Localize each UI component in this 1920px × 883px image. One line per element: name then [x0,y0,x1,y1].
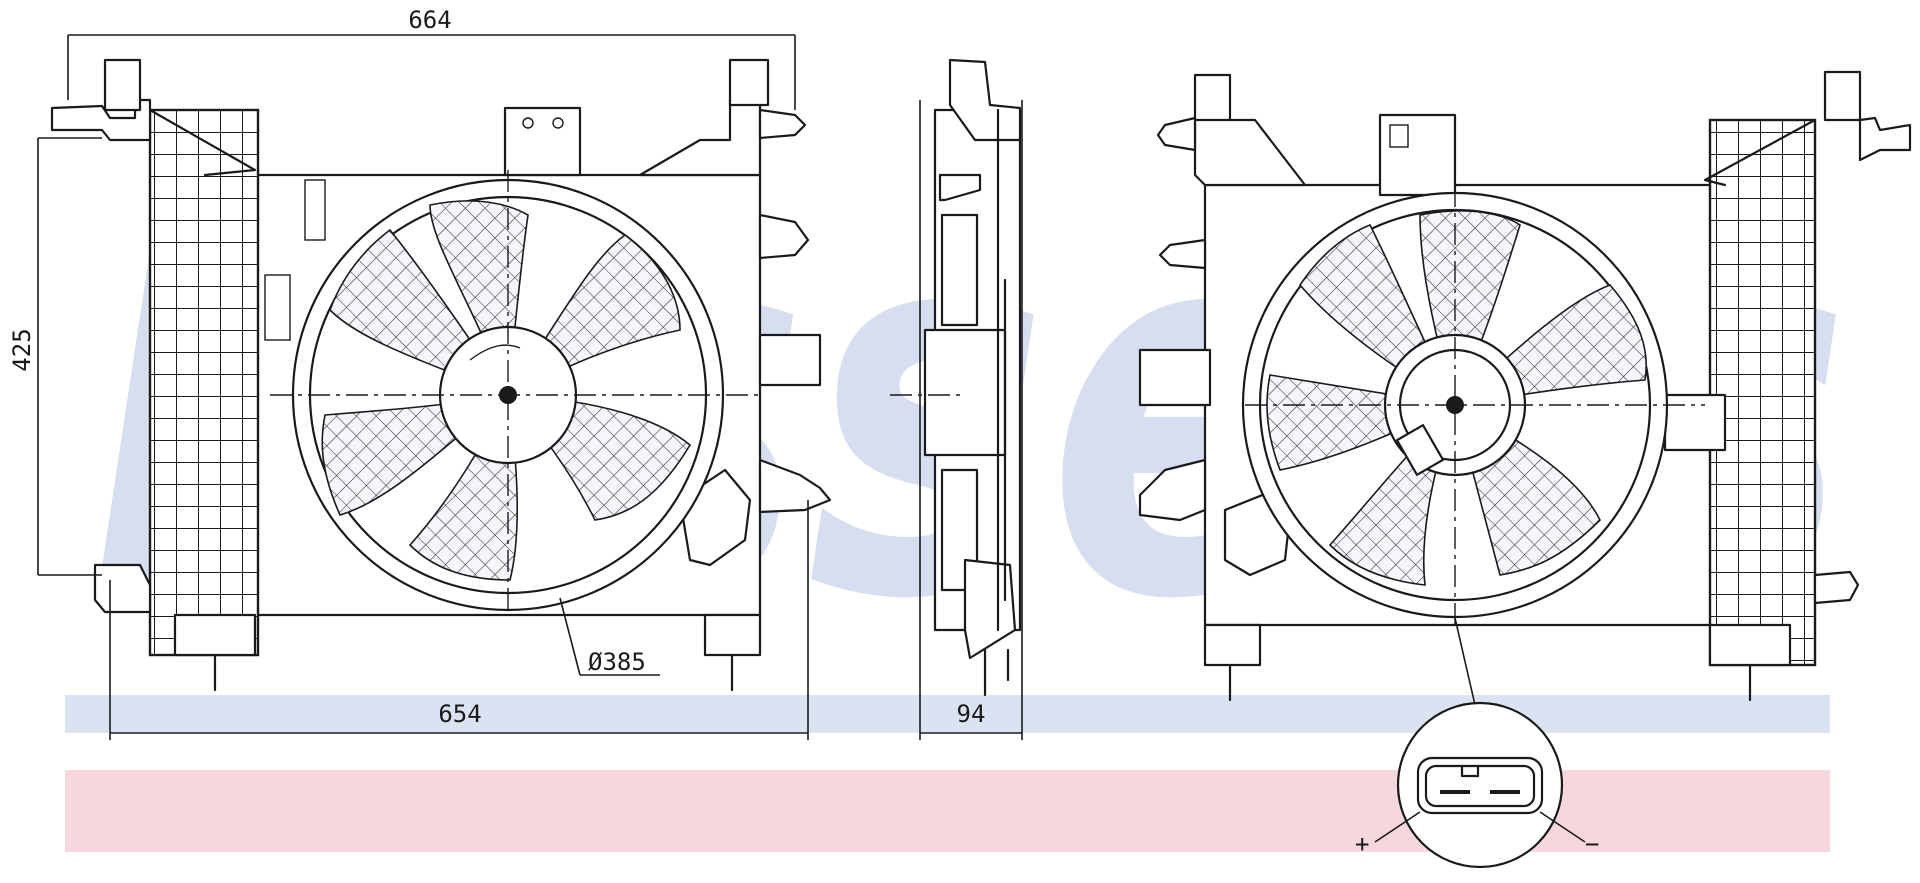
dim-fan-diameter: Ø385 [588,648,646,676]
rear-view [1138,70,1912,706]
dim-bottom-width: 654 [438,700,481,728]
front-right-tab-2 [758,333,822,387]
rear-left-tab-1 [1158,238,1207,270]
dimensions: 664 425 Ø385 654 94 [8,6,1023,740]
rear-top-left-bracket [1193,118,1307,187]
connector-plus-label: + [1355,830,1369,858]
rear-top-right-bracket [1858,116,1912,162]
connector-detail: + − [1355,701,1599,869]
rear-right-rib-frame [1708,118,1817,667]
pink-band [65,770,1830,852]
front-view [50,58,832,692]
front-left-rib-frame [148,108,260,657]
rear-left-connector [1138,458,1207,522]
rear-left-tab-2 [1138,348,1212,407]
dim-depth: 94 [957,700,986,728]
rear-top-center-mount [1378,113,1457,197]
front-top-left-bracket [50,98,152,142]
dim-height: 425 [8,328,36,371]
front-right-connector [758,458,832,514]
side-view [890,58,1022,697]
front-top-center-mount [503,106,582,177]
connector-plug [1416,756,1544,815]
connector-minus-label: − [1585,830,1599,858]
front-right-tab-1 [758,213,810,260]
dim-top-width: 664 [408,6,451,34]
